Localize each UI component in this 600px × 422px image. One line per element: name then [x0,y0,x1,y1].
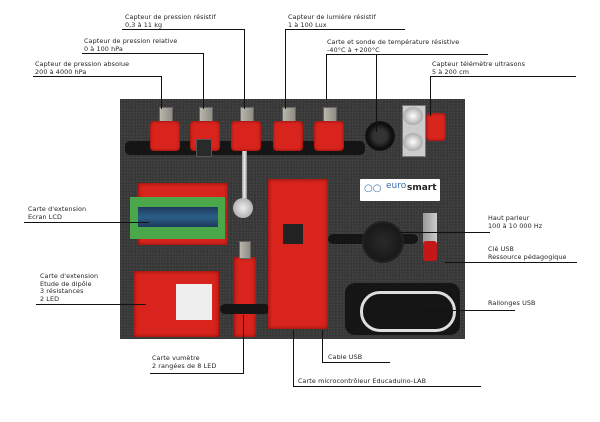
label-speaker: Haut parleur 100 à 10 000 Hz [488,214,543,230]
label-usb-cable: Cable USB [328,353,363,361]
label-usb-extension: Rallonges USB [488,299,536,307]
microcontroller-board [268,179,328,329]
dipole-panel [176,284,212,320]
label-temperature-probe: Carte et sonde de température résistive … [327,38,460,54]
logo-circles-icon: ○○ [364,183,382,194]
microcontroller-chip [283,224,303,244]
usb-cable-coil [360,291,456,332]
label-usb-key: Clé USB Ressource pédagogique [488,245,567,261]
temperature-probe-coil [365,121,395,151]
label-absolute-pressure: Capteur de pression absolue 200 à 4000 h… [35,60,130,76]
lcd-screen [138,207,218,227]
label-vumeter: Carte vumètre 2 rangées de 8 LED [152,354,217,370]
kit-case-photo: ○○ euro smart [120,99,465,339]
logo-brand-b: smart [407,183,437,193]
label-relative-pressure: Capteur de pression relative 0 à 100 hPa [84,37,178,53]
speaker [362,221,404,263]
label-dipole-shield: Carte d'extension Etude de dipôle 3 rési… [40,272,99,303]
label-light-sensor: Capteur de lumière résistif 1 à 100 Lux [288,13,376,29]
label-resistive-pressure: Capteur de pression résistif 0,3 à 11 kg [125,13,216,29]
logo-brand-a: euro [386,181,407,191]
label-lcd-shield: Carte d'extension Ecran LCD [28,205,87,221]
eurosmart-logo: ○○ euro smart [360,179,440,201]
vumeter-board [234,257,256,337]
middle-slot [220,304,270,314]
label-microcontroller: Carte microcontrôleur Educaduino-LAB [298,377,427,385]
label-ultrasonic-rangefinder: Capteur télémètre ultrasons 5 à 200 cm [432,60,526,76]
vumeter-usb-plug [239,241,251,259]
